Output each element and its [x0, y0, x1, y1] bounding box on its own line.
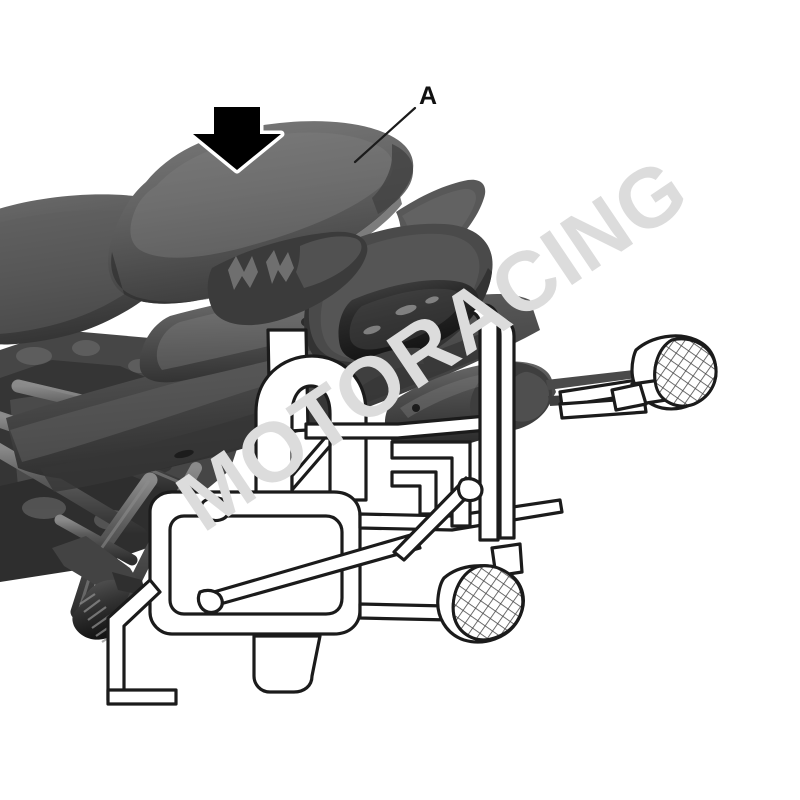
lower-signal-lens: [451, 564, 525, 642]
rack-right-upright: [468, 303, 500, 542]
rack-strut-bracket: [196, 588, 224, 614]
rack-right-upright-outer: [494, 318, 516, 540]
callout-leader-line: [353, 106, 417, 164]
exhaust-hanger: [342, 347, 424, 390]
tail-light: [338, 280, 479, 363]
rack-arch-brace: [290, 430, 332, 492]
rack-arch-loop: [254, 354, 368, 502]
rack-right-box-frame: [390, 440, 472, 528]
removal-direction-arrow: [189, 103, 285, 174]
rack-strut-bracket-right: [456, 477, 484, 503]
rack-plate-eyelet: [199, 496, 232, 523]
rear-bracketry: [207, 231, 368, 326]
turn-signal-lenses: [451, 337, 718, 642]
rack-right-box-frame-lower: [390, 470, 438, 516]
upper-signal-lens: [653, 337, 718, 408]
callout-label-a: A: [419, 82, 438, 110]
upper-signal-stalk: [610, 382, 648, 412]
rack-lower-tab: [252, 634, 322, 694]
rack-left-foot: [106, 688, 178, 706]
